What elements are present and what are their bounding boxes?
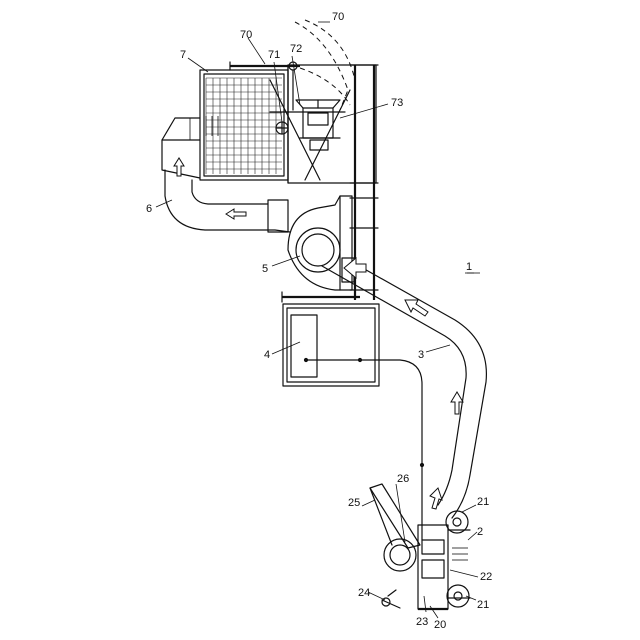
arrow-up-icon: [430, 488, 442, 509]
label-3: 3: [418, 349, 424, 361]
reference-labels: 7 70 71 72 70 73 6 5 1 4 3 26 25 21 2 22…: [146, 11, 492, 631]
arrow-left-icon: [344, 258, 366, 278]
label-4: 4: [264, 349, 270, 361]
label-70: 70: [240, 29, 252, 41]
label-26: 26: [397, 473, 409, 485]
label-5: 5: [262, 263, 268, 275]
label-72: 72: [290, 43, 302, 55]
label-71: 71: [268, 49, 280, 61]
arrow-left-icon: [226, 209, 246, 219]
label-1: 1: [466, 261, 472, 273]
fan-5: [288, 196, 354, 290]
filter-mesh: [206, 78, 282, 174]
nozzle-cart-2: [370, 484, 470, 609]
label-73: 73: [391, 97, 403, 109]
label-21-top: 21: [477, 496, 489, 508]
label-22: 22: [480, 571, 492, 583]
label-20: 20: [434, 619, 446, 631]
label-70-phantom: 70: [332, 11, 344, 23]
label-25: 25: [348, 497, 360, 509]
label-24: 24: [358, 587, 370, 599]
label-23: 23: [416, 616, 428, 628]
flow-arrows: [174, 158, 463, 509]
label-7: 7: [180, 49, 186, 61]
label-21-bottom: 21: [477, 599, 489, 611]
label-6: 6: [146, 203, 152, 215]
label-2: 2: [477, 526, 483, 538]
duct-6: [165, 170, 290, 232]
